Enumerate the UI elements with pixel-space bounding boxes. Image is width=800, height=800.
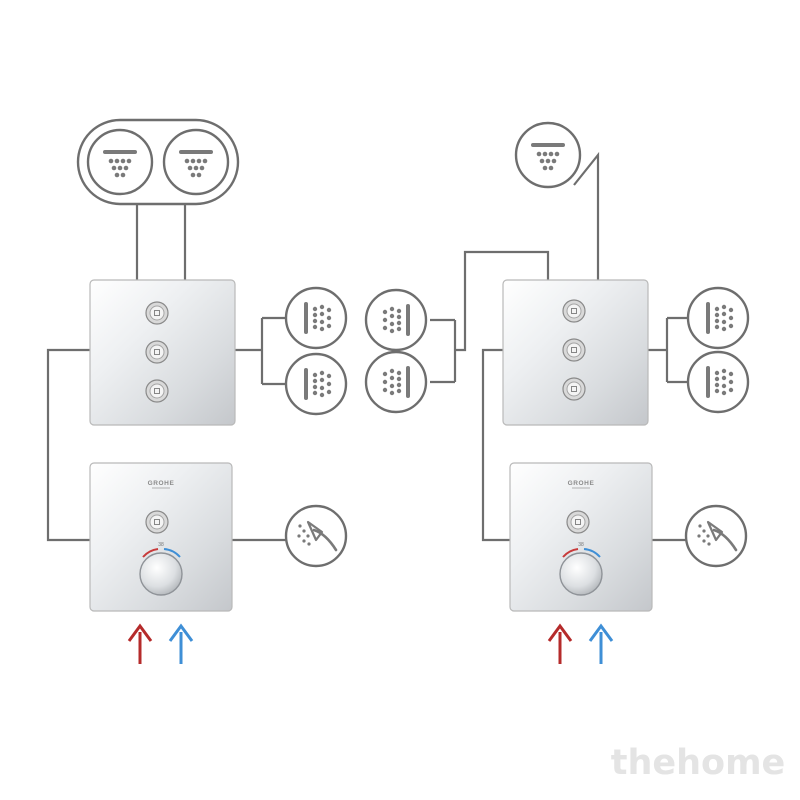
right-inner-body-jets (364, 288, 428, 414)
thermostat-knob-icon (559, 552, 603, 596)
right-outer-body-jets (686, 286, 750, 414)
push-button-icon (145, 379, 169, 403)
push-button-icon (145, 340, 169, 364)
temperature-mark: 38 (578, 542, 584, 548)
right-overhead-shower (514, 121, 582, 189)
left-pipes (46, 198, 286, 542)
thermostat-knob-icon (139, 552, 183, 596)
push-button-icon (562, 299, 586, 323)
right-diverter-panel (502, 279, 649, 426)
left-overhead-shower-pair (76, 118, 240, 206)
right-pipes (430, 151, 688, 542)
push-button-icon (145, 301, 169, 325)
brand-logo: GROHE (148, 480, 175, 487)
hot-water-arrow-icon (127, 623, 153, 664)
temperature-mark: 38 (158, 542, 164, 548)
push-button-icon (566, 510, 590, 534)
watermark-text: thehome (611, 743, 786, 783)
hot-water-arrow-icon (547, 623, 573, 664)
left-thermostat-panel: GROHE 38 (89, 462, 233, 612)
cold-water-arrow-icon (168, 623, 194, 664)
right-hand-shower (684, 504, 748, 568)
right-inlets (547, 623, 614, 664)
left-body-jets (284, 286, 348, 416)
push-button-icon (562, 377, 586, 401)
left-diverter-panel (89, 279, 236, 426)
brand-logo: GROHE (568, 480, 595, 487)
left-inlets (127, 623, 194, 664)
push-button-icon (562, 338, 586, 362)
left-hand-shower (284, 504, 348, 568)
right-thermostat-panel: GROHE 38 (509, 462, 653, 612)
push-button-icon (145, 510, 169, 534)
cold-water-arrow-icon (588, 623, 614, 664)
